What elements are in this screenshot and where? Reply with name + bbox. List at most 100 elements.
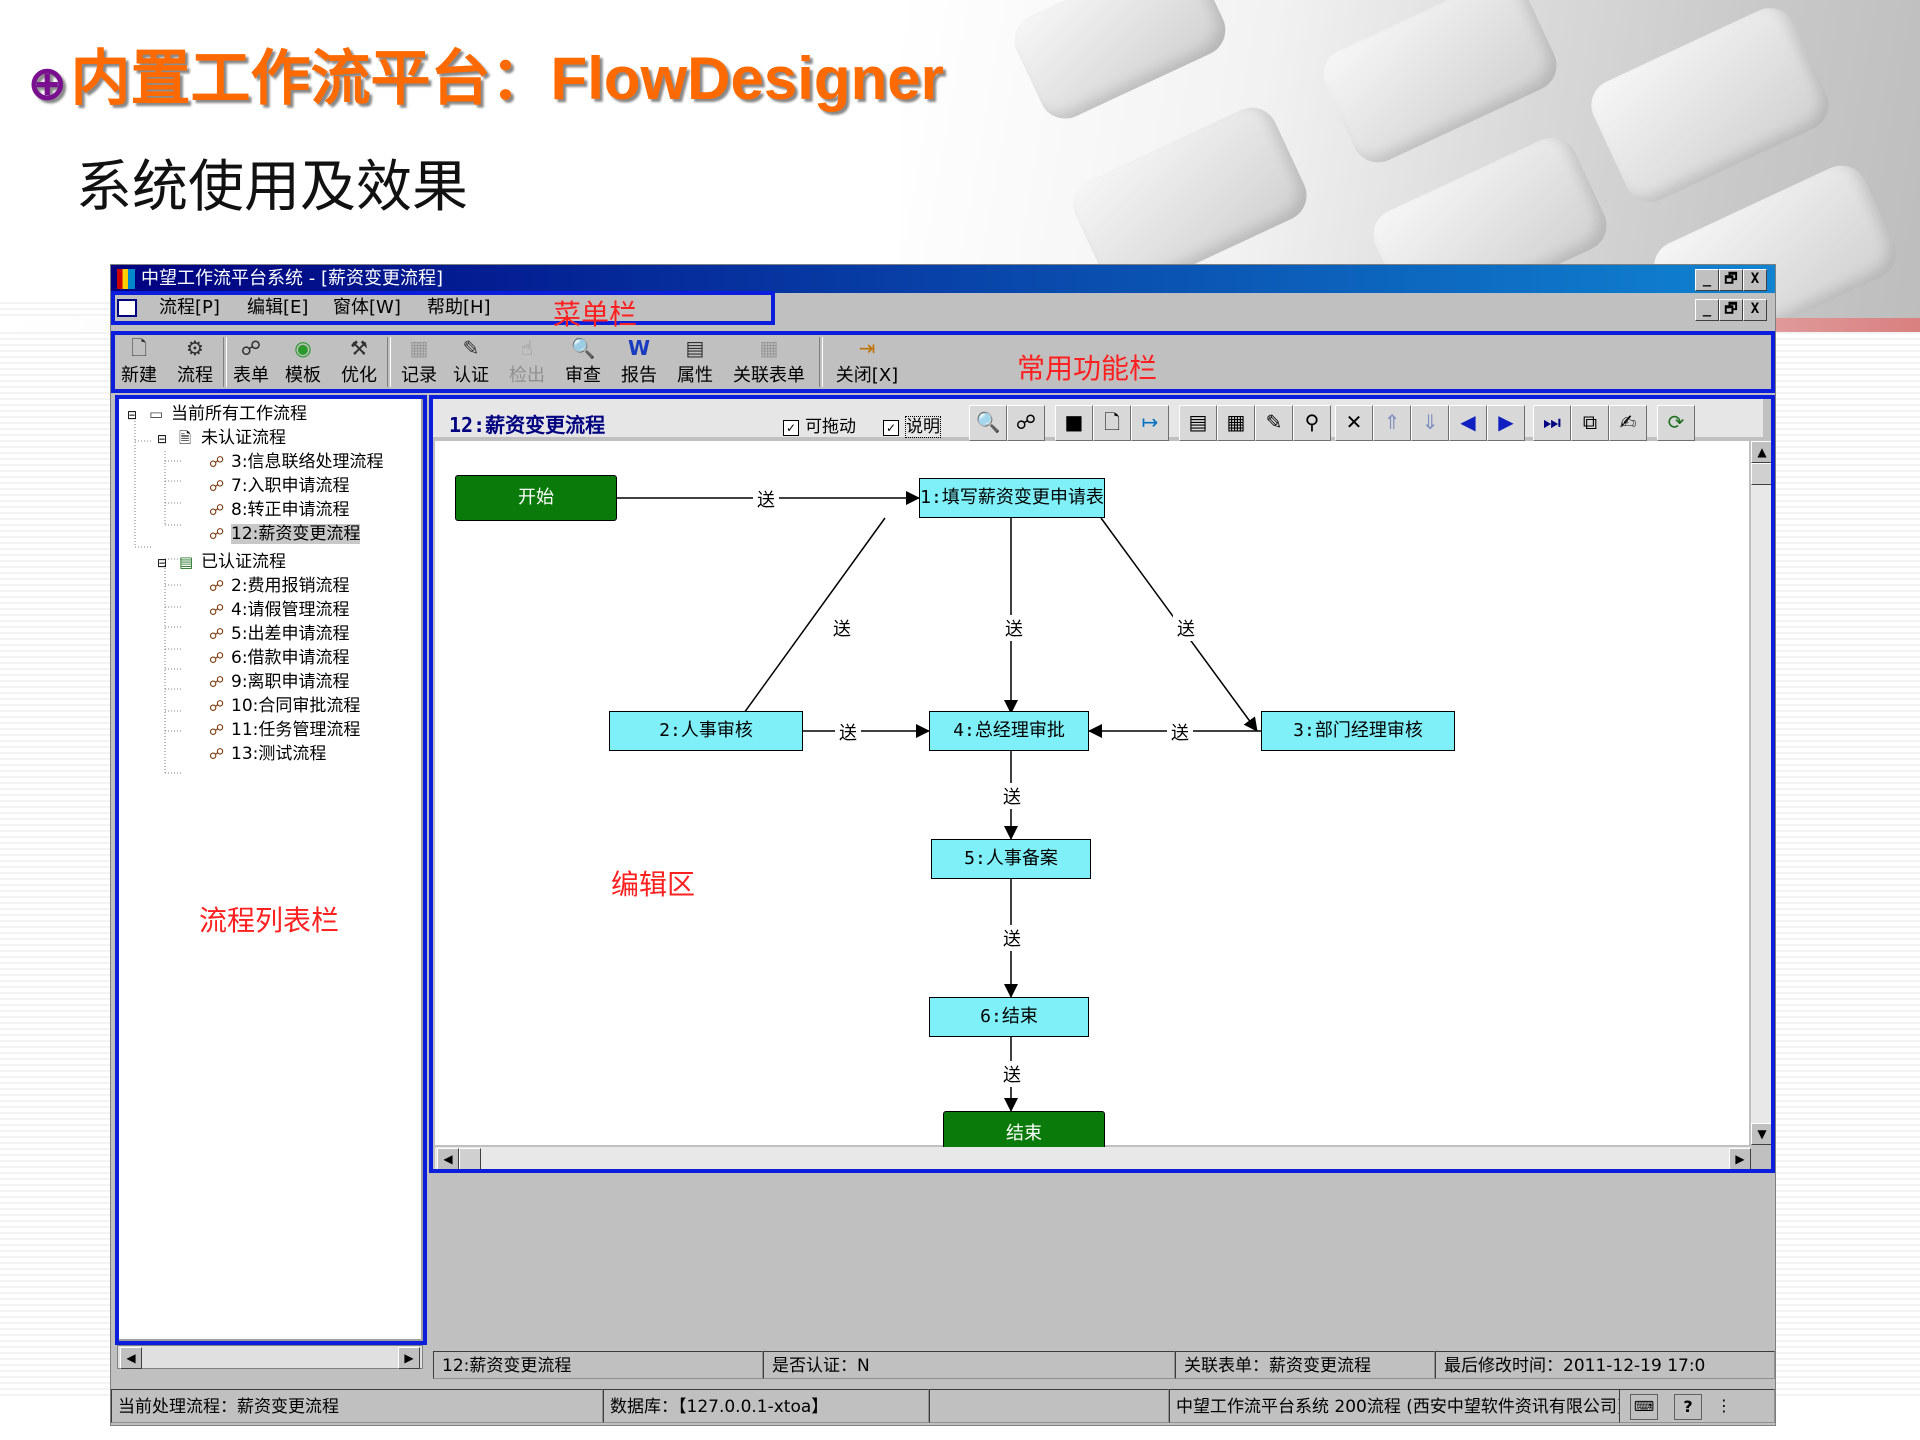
help-icon[interactable]: ?	[1674, 1394, 1702, 1420]
node-gm-approval[interactable]: 4:总经理审批	[929, 711, 1089, 751]
step-end-button[interactable]: ⏭	[1533, 405, 1571, 441]
tree-root[interactable]: ⊟▭当前所有工作流程	[127, 403, 307, 426]
node-start[interactable]: 开始	[455, 475, 617, 521]
grid-button[interactable]: ▦	[1217, 405, 1255, 441]
edge-label: 送	[1167, 719, 1193, 745]
scroll-left-icon[interactable]: ◀	[120, 1347, 142, 1369]
draggable-checkbox[interactable]: ✓可拖动	[783, 412, 856, 437]
status-current-flow: 当前处理流程：薪资变更流程	[111, 1389, 603, 1423]
certify-button[interactable]: ✎认证	[451, 335, 491, 391]
tree-item-flow-selected[interactable]: ☍12:薪资变更流程	[209, 523, 361, 545]
link-button[interactable]: ↦	[1131, 405, 1169, 441]
editor-annotation: 编辑区	[611, 868, 696, 901]
key-shape	[1006, 0, 1234, 128]
slide-subtitle: 系统使用及效果	[76, 155, 468, 220]
keyboard-icon[interactable]: ⌨	[1630, 1394, 1658, 1420]
status-flow-name: 12:薪资变更流程	[433, 1351, 763, 1379]
window-titlebar: 中望工作流平台系统 - [薪资变更流程]	[111, 265, 1775, 293]
flow-icon: ☍	[209, 721, 225, 739]
save-button[interactable]: ■	[1055, 405, 1093, 441]
scroll-down-icon[interactable]: ▼	[1751, 1123, 1773, 1145]
review-icon: 🔍	[570, 336, 596, 360]
scroll-right-icon[interactable]: ▶	[398, 1347, 420, 1369]
description-checkbox[interactable]: ✓说明	[883, 412, 941, 438]
collapse-icon[interactable]: ⊟	[157, 432, 168, 446]
collapse-icon[interactable]: ⊟	[157, 556, 168, 570]
menu-edit[interactable]: 编辑[E]	[247, 297, 309, 318]
copy-button[interactable]: ⧉	[1571, 405, 1609, 441]
tree-item-label: 5:出差申请流程	[231, 624, 350, 644]
canvas-horizontal-scrollbar[interactable]: ◀ ▶	[435, 1147, 1751, 1171]
review-button[interactable]: 🔍审查	[563, 335, 603, 391]
linked-form-button[interactable]: ▦关联表单	[729, 335, 809, 391]
description-label: 说明	[905, 416, 941, 438]
child-minimize-button[interactable]: _	[1695, 299, 1719, 321]
tree-group-certified[interactable]: ⊟▤已认证流程	[157, 551, 286, 574]
tree-item-flow[interactable]: ☍4:请假管理流程	[209, 599, 350, 621]
document-icon	[117, 299, 137, 317]
certify-button[interactable]: ✎	[1255, 405, 1293, 441]
move-up-button[interactable]: ⇑	[1373, 405, 1411, 441]
optimize-button[interactable]: ⚒优化	[339, 335, 379, 391]
minimize-button[interactable]: _	[1695, 269, 1719, 291]
status-tray: ⌨ ? ⋮	[1619, 1389, 1775, 1423]
new-file-icon: 🗋	[130, 336, 148, 360]
new-node-button[interactable]: 🗋	[1093, 405, 1131, 441]
tree-group-uncertified[interactable]: ⊟🗎未认证流程	[157, 427, 286, 450]
tree-item-flow[interactable]: ☍3:信息联络处理流程	[209, 451, 384, 473]
tree-item-flow[interactable]: ☍2:费用报销流程	[209, 575, 350, 597]
child-restore-button[interactable]: 🗗	[1719, 299, 1743, 321]
record-button[interactable]: ▦记录	[399, 335, 439, 391]
flow-icon: ⚙	[186, 336, 204, 360]
properties-button[interactable]: ▤	[1179, 405, 1217, 441]
node-finish-step[interactable]: 6:结束	[929, 997, 1089, 1037]
tree-item-flow[interactable]: ☍11:任务管理流程	[209, 719, 360, 741]
menu-flow[interactable]: 流程[P]	[159, 297, 220, 318]
form-button[interactable]: ☍表单	[231, 335, 271, 391]
child-close-button[interactable]: X	[1743, 299, 1767, 321]
tree-item-flow[interactable]: ☍9:离职申请流程	[209, 671, 350, 693]
close-button[interactable]: X	[1743, 269, 1767, 291]
node-hr-filing[interactable]: 5:人事备案	[931, 839, 1091, 879]
preview-button[interactable]: 🔍	[969, 405, 1007, 441]
menu-help[interactable]: 帮助[H]	[427, 297, 491, 318]
edge-label: 送	[829, 615, 855, 641]
close-button-toolbar[interactable]: ⇥关闭[X]	[831, 335, 903, 391]
tree-item-flow[interactable]: ☍10:合同审批流程	[209, 695, 360, 717]
tree-horizontal-scrollbar[interactable]: ◀ ▶	[117, 1345, 423, 1369]
tree-item-flow[interactable]: ☍7:入职申请流程	[209, 475, 350, 497]
editor-flow-name: 12:薪资变更流程	[449, 413, 606, 437]
menu-window[interactable]: 窗体[W]	[333, 297, 401, 318]
node-dept-manager-review[interactable]: 3:部门经理审核	[1261, 711, 1455, 751]
properties-button-label: 属性	[677, 365, 713, 386]
tool-button[interactable]: ⚲	[1293, 405, 1331, 441]
delete-button[interactable]: ✕	[1335, 405, 1373, 441]
canvas-vertical-scrollbar[interactable]: ▲ ▼	[1751, 441, 1773, 1145]
node-fill-form[interactable]: 1:填写薪资变更申请表	[919, 478, 1105, 518]
tree-item-flow[interactable]: ☍13:测试流程	[209, 743, 326, 765]
move-down-button[interactable]: ⇓	[1411, 405, 1449, 441]
collapse-icon[interactable]: ⊟	[127, 408, 138, 422]
form-button[interactable]: ☍	[1007, 405, 1045, 441]
edge-label: 送	[1173, 615, 1199, 641]
refresh-button[interactable]: ⟳	[1657, 405, 1695, 441]
forward-button[interactable]: ▶	[1487, 405, 1525, 441]
back-button[interactable]: ◀	[1449, 405, 1487, 441]
drive-icon: ▭	[149, 405, 164, 423]
template-button-label: 模板	[285, 365, 321, 386]
checkout-button[interactable]: ☝检出	[507, 335, 547, 391]
tree-item-flow[interactable]: ☍8:转正申请流程	[209, 499, 350, 521]
node-hr-review[interactable]: 2:人事审核	[609, 711, 803, 751]
tree-item-flow[interactable]: ☍6:借款申请流程	[209, 647, 350, 669]
template-button[interactable]: ◉模板	[283, 335, 323, 391]
flow-button[interactable]: ⚙流程	[175, 335, 215, 391]
restore-button[interactable]: 🗗	[1719, 269, 1743, 291]
properties-button[interactable]: ▤属性	[675, 335, 715, 391]
more-icon[interactable]: ⋮	[1716, 1396, 1732, 1415]
editor-canvas[interactable]: 开始 1:填写薪资变更申请表 2:人事审核 3:部门经理审核 4:总经理审批 5…	[435, 441, 1749, 1157]
tree-item-flow[interactable]: ☍5:出差申请流程	[209, 623, 350, 645]
tree-group-label: 未认证流程	[201, 428, 286, 448]
rename-button[interactable]: ✍	[1609, 405, 1647, 441]
new-button[interactable]: 🗋新建	[119, 335, 159, 391]
